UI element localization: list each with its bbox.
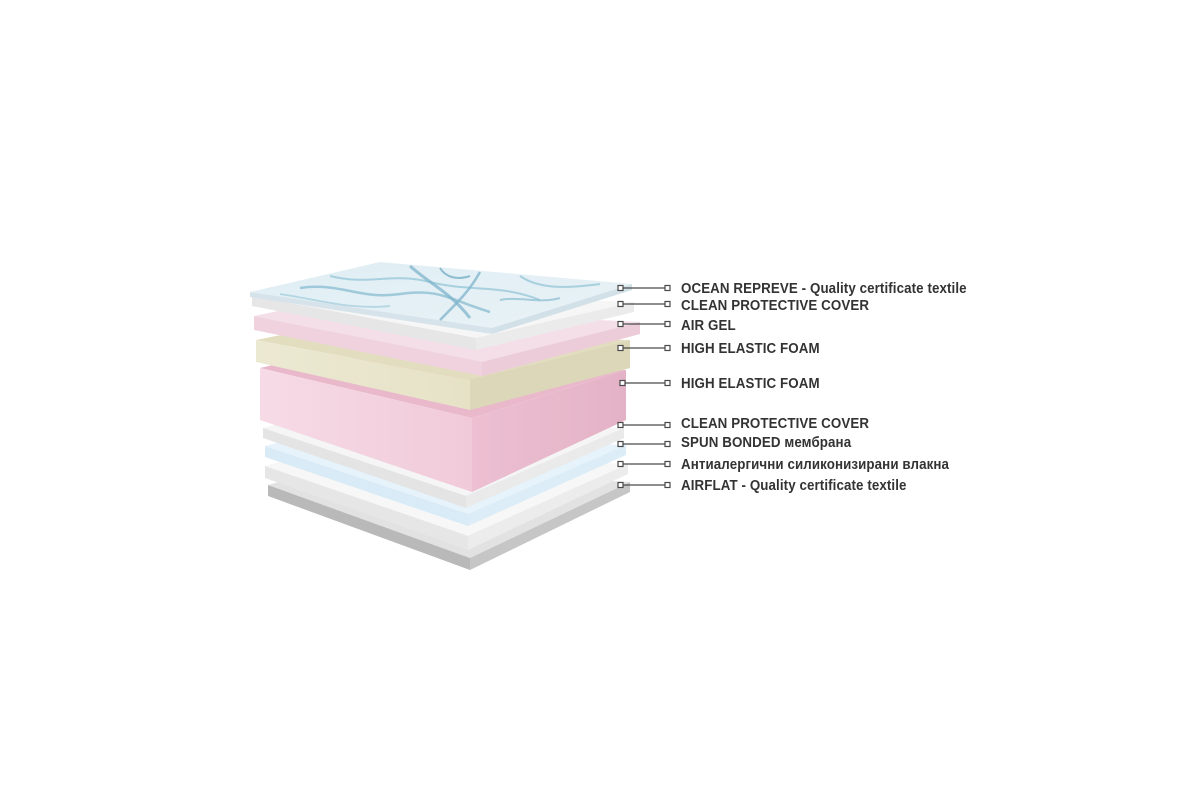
layer-ocean-repreve bbox=[250, 262, 632, 334]
label-airflat-suffix: - Quality certificate textile bbox=[737, 478, 907, 494]
label-antiallergic-fibers: Антиалергични силиконизирани влакна bbox=[681, 456, 949, 474]
label-ocean-repreve: OCEAN REPREVE - Quality certificate text… bbox=[681, 280, 967, 298]
label-clean-protective-cover-top-name: CLEAN PROTECTIVE COVER bbox=[681, 298, 870, 314]
label-high-elastic-foam-pink: HIGH ELASTIC FOAM bbox=[681, 375, 820, 393]
leader-high-elastic-foam-cream bbox=[617, 344, 671, 352]
label-ocean-repreve-name: OCEAN REPREVE bbox=[681, 281, 798, 297]
label-high-elastic-foam-pink-name: HIGH ELASTIC FOAM bbox=[681, 376, 820, 392]
label-spun-bonded-name: SPUN BONDED bbox=[681, 435, 781, 451]
label-spun-bonded: SPUN BONDED мембрана bbox=[681, 434, 851, 452]
label-airflat: AIRFLAT - Quality certificate textile bbox=[681, 477, 907, 495]
label-air-gel: AIR GEL bbox=[681, 317, 736, 335]
label-spun-bonded-suffix: мембрана bbox=[780, 435, 852, 451]
leader-clean-protective-cover-top bbox=[617, 300, 671, 308]
leader-spun-bonded bbox=[617, 440, 671, 448]
label-air-gel-name: AIR GEL bbox=[681, 318, 736, 334]
label-clean-protective-cover-bottom-name: CLEAN PROTECTIVE COVER bbox=[681, 416, 870, 432]
label-high-elastic-foam-cream: HIGH ELASTIC FOAM bbox=[681, 340, 820, 358]
leader-high-elastic-foam-pink bbox=[619, 379, 671, 387]
leader-clean-protective-cover-bottom bbox=[617, 421, 671, 429]
label-clean-protective-cover-bottom: CLEAN PROTECTIVE COVER bbox=[681, 415, 869, 433]
leader-antiallergic-fibers bbox=[617, 460, 671, 468]
leader-air-gel bbox=[617, 320, 671, 328]
label-antiallergic-fibers-name: Антиалергични силиконизирани влакна bbox=[681, 457, 950, 473]
label-ocean-repreve-suffix: - Quality certificate textile bbox=[797, 281, 967, 297]
label-high-elastic-foam-cream-name: HIGH ELASTIC FOAM bbox=[681, 341, 820, 357]
leader-airflat bbox=[617, 481, 671, 489]
label-clean-protective-cover-top: CLEAN PROTECTIVE COVER bbox=[681, 297, 869, 315]
leader-lines bbox=[617, 284, 671, 489]
leader-ocean-repreve bbox=[617, 284, 671, 292]
label-airflat-name: AIRFLAT bbox=[681, 478, 738, 494]
